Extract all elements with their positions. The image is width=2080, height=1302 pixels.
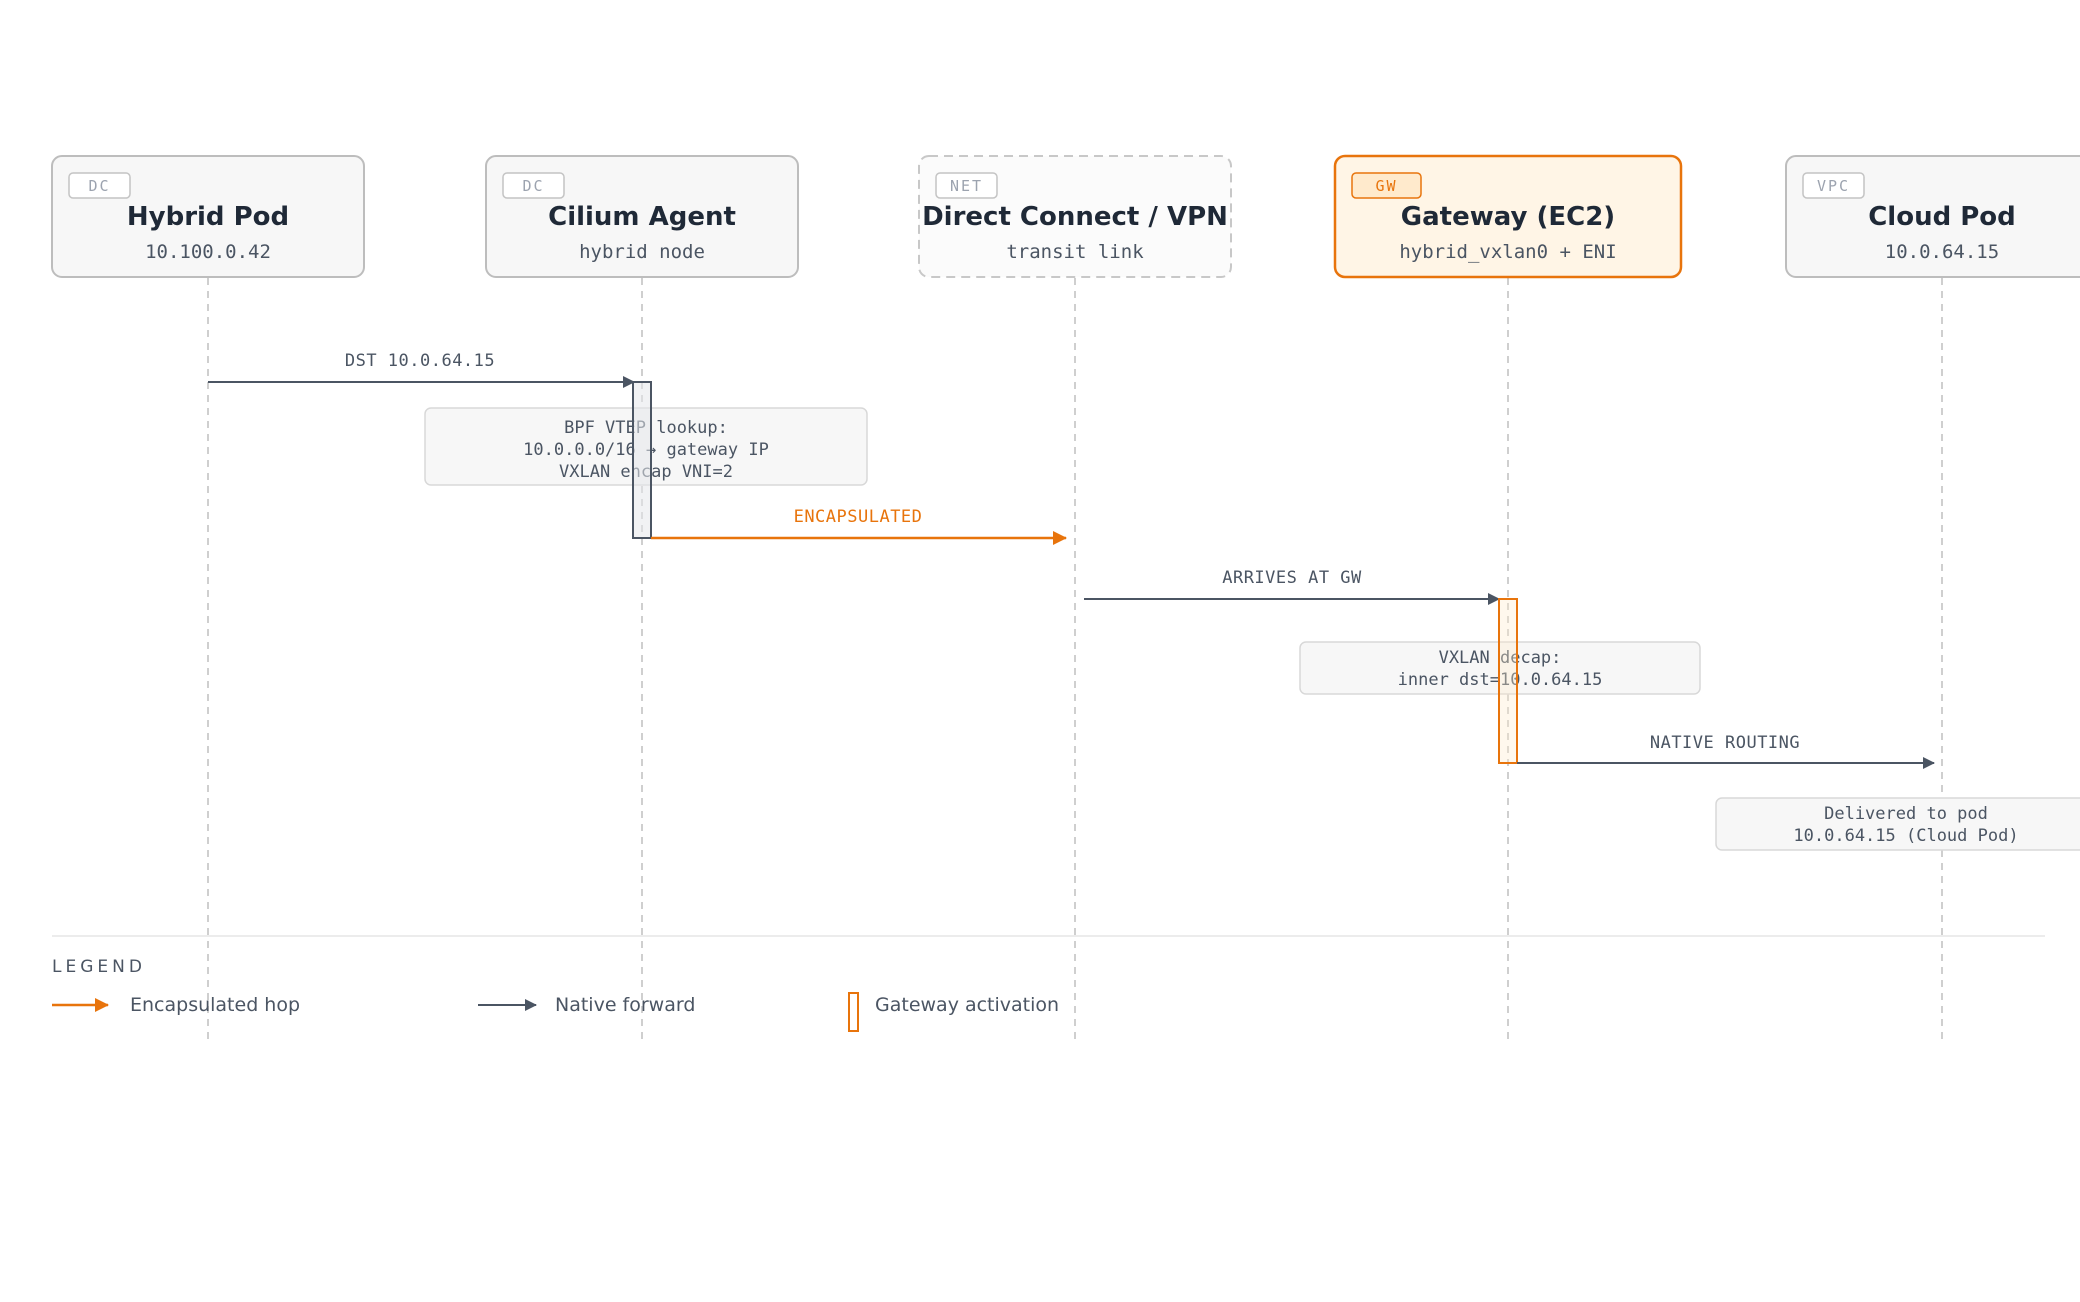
participant-hybrid-pod: DC Hybrid Pod 10.100.0.42 [51, 155, 365, 278]
participant-direct-connect: NET Direct Connect / VPN transit link [918, 155, 1232, 278]
message-label: ENCAPSULATED [794, 507, 923, 527]
message-arrives-at-gw: ARRIVES AT GW [1084, 568, 1500, 605]
legend-native-label: Native forward [555, 994, 695, 1016]
legend-encapsulated-label: Encapsulated hop [130, 994, 300, 1016]
participant-subtitle: hybrid_vxlan0 + ENI [1399, 241, 1616, 263]
message-label: DST 10.0.64.15 [345, 351, 495, 371]
participant-tag: GW [1375, 177, 1397, 195]
message-encapsulated: ENCAPSULATED [651, 507, 1067, 545]
note-line: Delivered to pod [1824, 804, 1988, 824]
participant-subtitle: transit link [1006, 241, 1144, 263]
participant-tag: NET [950, 177, 983, 195]
legend-title: LEGEND [52, 957, 146, 977]
activation-cilium-agent [632, 381, 652, 539]
participant-tag: VPC [1817, 177, 1850, 195]
participant-cloud-pod: VPC Cloud Pod 10.0.64.15 [1785, 155, 2080, 278]
participant-title: Cilium Agent [548, 202, 736, 232]
participant-tag: DC [88, 177, 110, 195]
participant-title: Gateway (EC2) [1401, 202, 1615, 232]
participant-title: Direct Connect / VPN [922, 202, 1228, 232]
participant-subtitle: hybrid node [579, 241, 705, 263]
participant-subtitle: 10.0.64.15 [1885, 241, 1999, 263]
note-line: 10.0.64.15 (Cloud Pod) [1793, 826, 2018, 846]
legend-activation-label: Gateway activation [875, 994, 1059, 1016]
message-label: NATIVE ROUTING [1650, 733, 1800, 753]
participant-gateway: GW Gateway (EC2) hybrid_vxlan0 + ENI [1333, 154, 1683, 279]
participant-title: Cloud Pod [1868, 202, 2016, 232]
message-native-routing: NATIVE ROUTING [1517, 733, 1935, 769]
participant-title: Hybrid Pod [127, 202, 289, 232]
participant-cilium-agent: DC Cilium Agent hybrid node [485, 155, 799, 278]
message-label: ARRIVES AT GW [1222, 568, 1362, 588]
note-delivered: Delivered to pod 10.0.64.15 (Cloud Pod) [1715, 797, 2080, 851]
participant-tag: DC [522, 177, 544, 195]
legend-activation-swatch [848, 992, 859, 1032]
legend: LEGEND Encapsulated hop Native forward G… [52, 935, 2045, 1032]
participant-subtitle: 10.100.0.42 [145, 241, 271, 263]
activation-gateway [1498, 598, 1518, 764]
message-dst: DST 10.0.64.15 [208, 351, 635, 388]
